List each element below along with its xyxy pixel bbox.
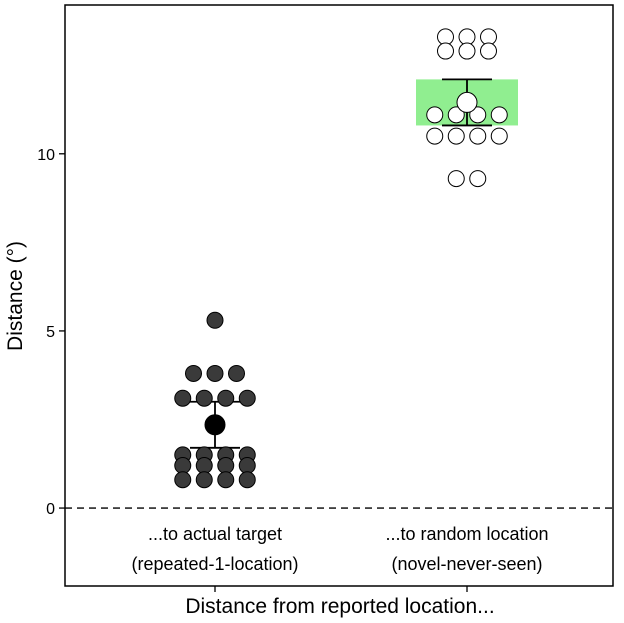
- data-point-0-17: [195, 471, 213, 489]
- data-point-0-6: [217, 389, 235, 407]
- data-point-1-13: [490, 127, 508, 145]
- data-point-0-7: [238, 389, 256, 407]
- data-point-1-12: [469, 127, 487, 145]
- data-point-0-3: [228, 364, 245, 382]
- data-point-0-2: [206, 364, 224, 382]
- data-point-0-0: [206, 311, 224, 329]
- mean-markers: [204, 91, 478, 436]
- data-point-1-3: [437, 42, 454, 60]
- category-label-0-line2: (repeated-1-location): [131, 554, 298, 574]
- data-point-1-9: [490, 106, 508, 124]
- data-point-1-1: [458, 28, 476, 46]
- y-tick-label-0: 0: [46, 501, 55, 518]
- data-point-1-6: [426, 106, 444, 124]
- data-point-1-11: [447, 127, 465, 145]
- data-point-0-1: [185, 364, 202, 382]
- data-point-1-0: [437, 28, 454, 46]
- x-axis-title: Distance from reported location...: [185, 595, 494, 618]
- y-tick-label-1: 5: [46, 324, 55, 341]
- plot-panel: [64, 4, 614, 587]
- y-axis: 0 5 10: [37, 147, 65, 518]
- data-point-0-4: [174, 389, 192, 407]
- y-axis-title: Distance (°): [4, 241, 27, 351]
- data-point-1-10: [426, 127, 444, 145]
- data-point-1-8: [469, 106, 487, 124]
- x-axis: ...to actual target (repeated-1-location)…: [131, 524, 549, 592]
- data-point-0-15: [238, 457, 256, 475]
- data-point-1-2: [480, 28, 497, 46]
- mean-marker-0: [204, 414, 226, 436]
- data-point-1-15: [469, 170, 487, 188]
- data-point-0-19: [238, 471, 256, 489]
- category-label-1-line1: ...to random location: [385, 524, 548, 544]
- category-label-1-line2: (novel-never-seen): [391, 554, 542, 574]
- mean-marker-1: [456, 91, 478, 113]
- data-point-1-7: [447, 106, 465, 124]
- data-point-0-5: [195, 389, 213, 407]
- data-point-0-16: [174, 471, 192, 489]
- data-point-1-14: [447, 170, 465, 188]
- data-point-0-12: [174, 457, 192, 475]
- data-point-1-4: [458, 42, 476, 60]
- data-point-0-18: [217, 471, 235, 489]
- category-label-0-line1: ...to actual target: [148, 524, 282, 544]
- data-point-0-14: [217, 457, 235, 475]
- data-points: [174, 28, 508, 489]
- data-point-1-5: [480, 42, 497, 60]
- y-tick-label-2: 10: [37, 147, 55, 164]
- data-point-0-13: [195, 457, 213, 475]
